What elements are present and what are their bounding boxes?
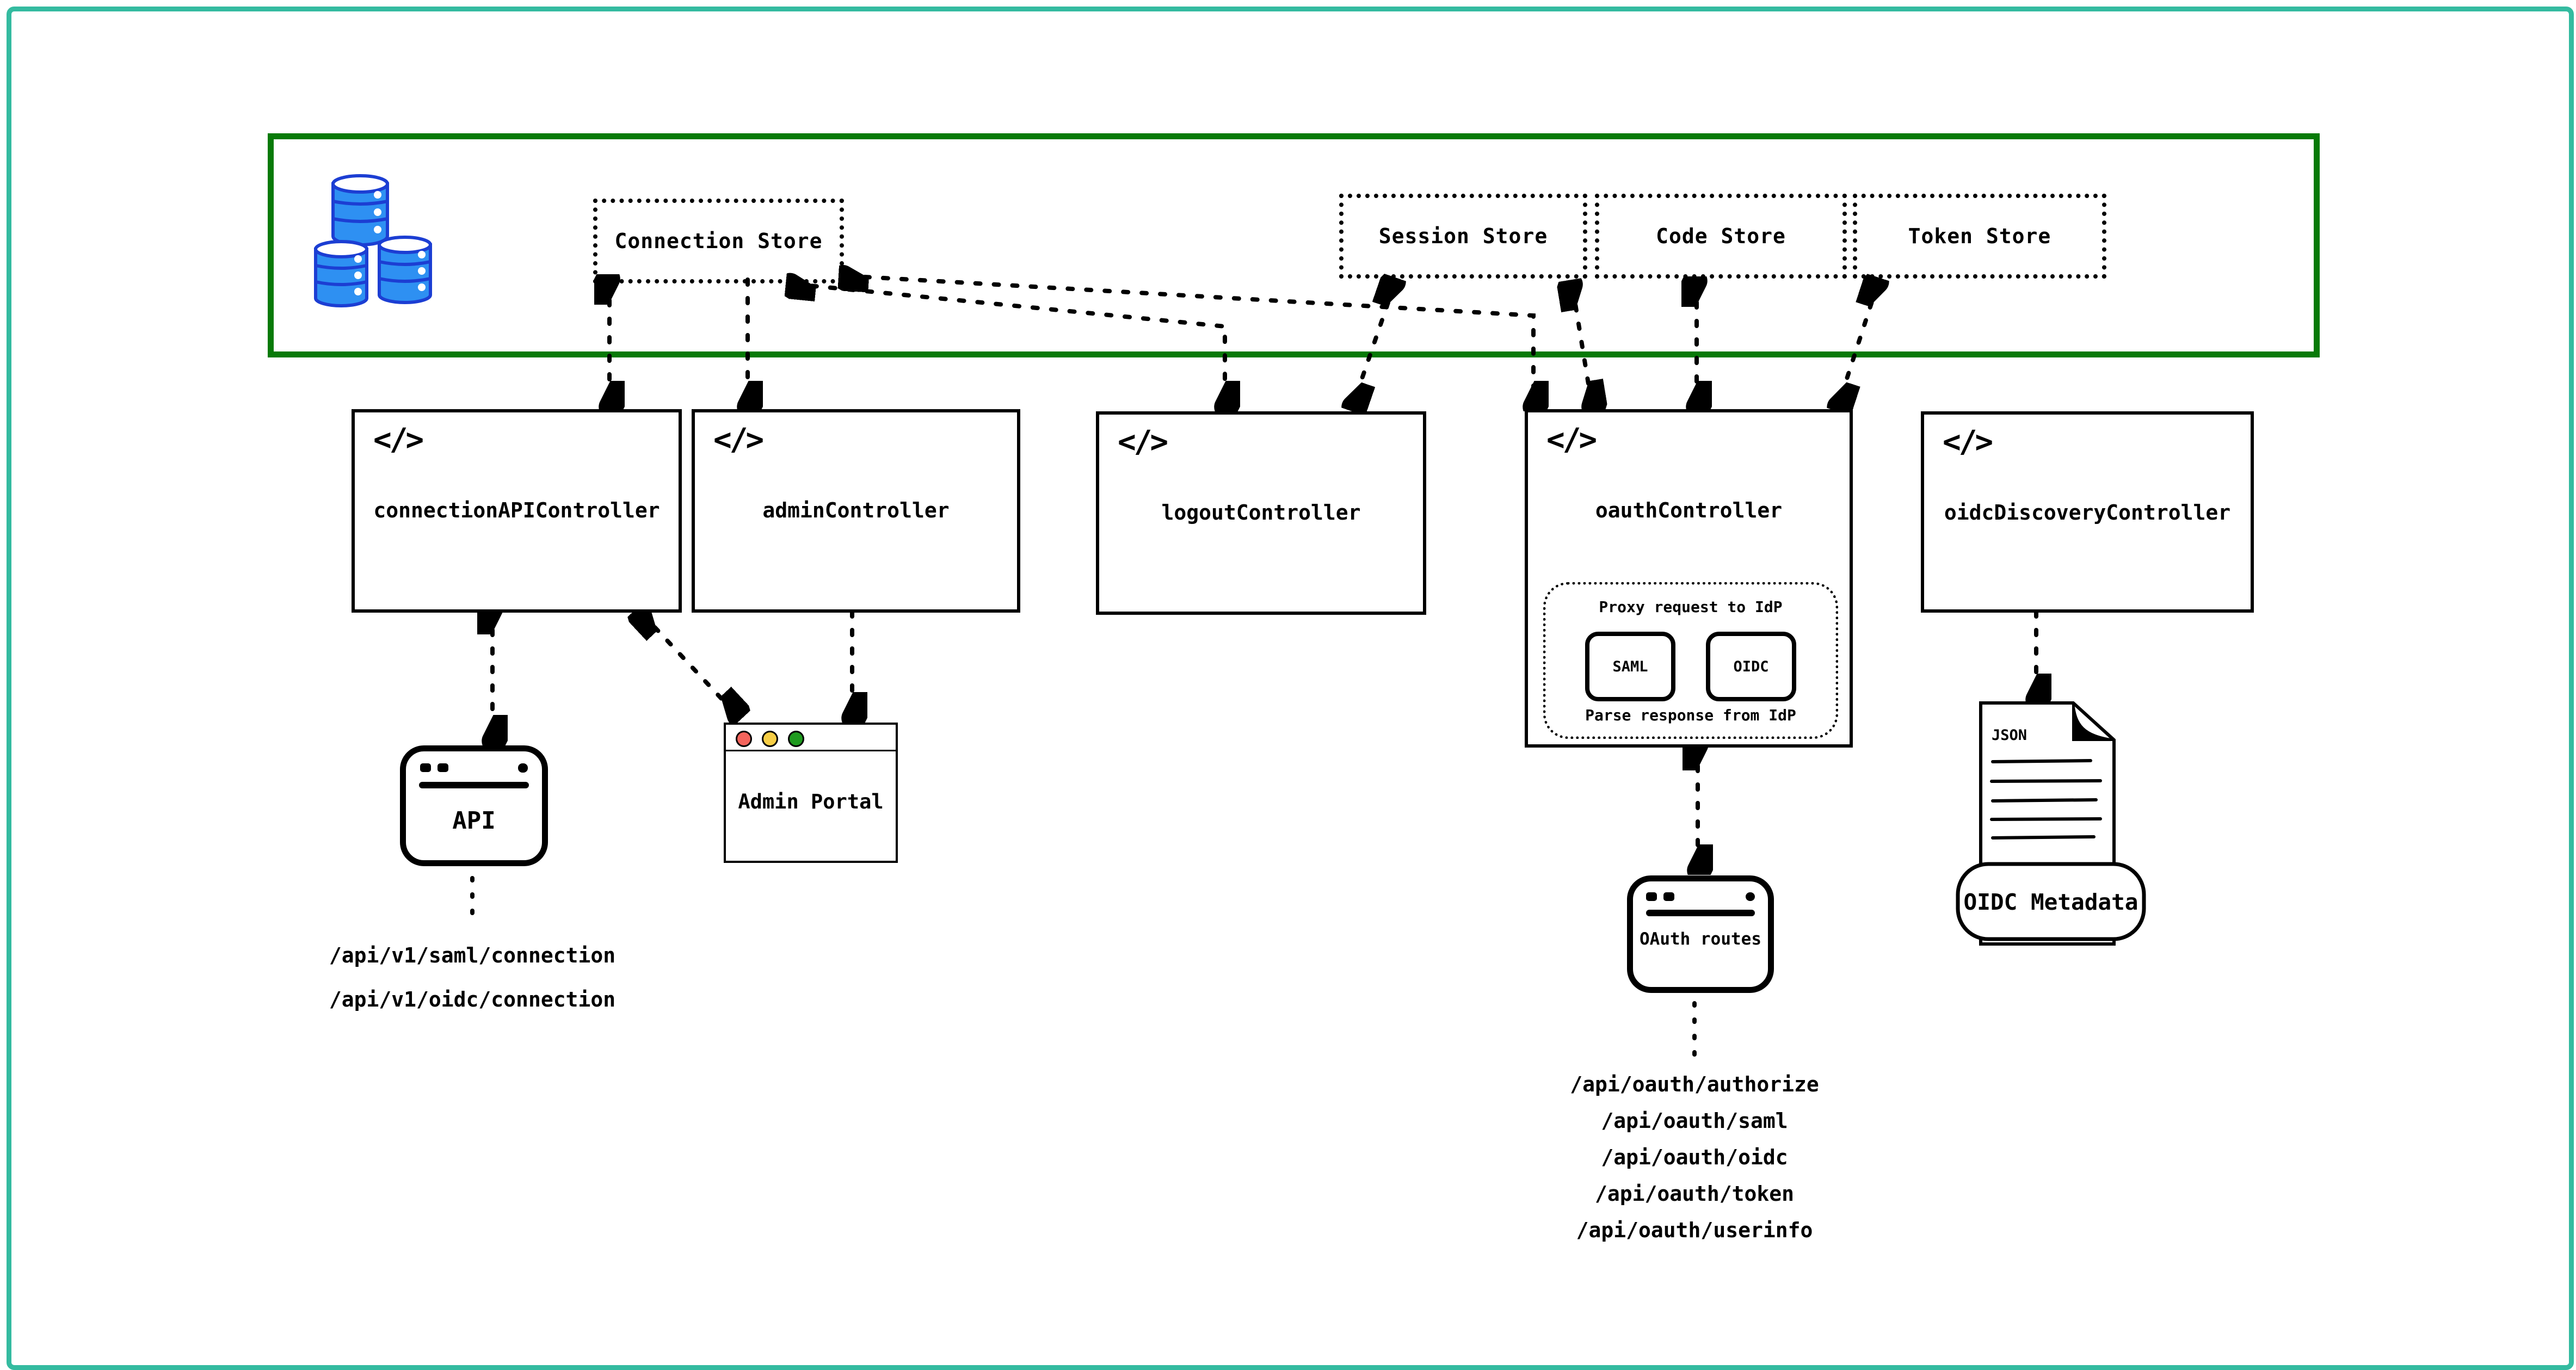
page-fold-icon — [2072, 702, 2115, 741]
store-session-store: Session Store — [1339, 194, 1587, 279]
oauth-routes-window: OAuth routes — [1627, 875, 1774, 993]
code-icon: </> — [1118, 424, 1168, 460]
json-badge: JSON — [1992, 727, 2027, 744]
node-oauth-controller: </> oauthController Proxy request to IdP… — [1525, 409, 1853, 748]
window-toolbar — [419, 782, 529, 788]
oidc-metadata-document: JSON OIDC Metadata — [1956, 701, 2146, 946]
database-icon — [314, 174, 432, 307]
admin-portal-window: Admin Portal — [724, 723, 898, 863]
node-label: oauthController — [1595, 498, 1783, 522]
window-dot-icon — [1746, 892, 1755, 901]
node-logout-controller: </> logoutController — [1096, 411, 1426, 615]
node-connection-api-controller: </> connectionAPIController — [352, 409, 682, 613]
window-toolbar — [1646, 910, 1755, 916]
node-oidc-discovery-controller: </> oidcDiscoveryController — [1921, 411, 2254, 613]
api-window-label: API — [452, 807, 496, 835]
route-item: /api/oauth/oidc — [1601, 1145, 1788, 1169]
proxy-group-footer: Parse response from IdP — [1585, 706, 1796, 724]
store-connection-store: Connection Store — [593, 199, 844, 283]
store-label: Code Store — [1656, 224, 1786, 248]
route-item: /api/oauth/token — [1594, 1182, 1795, 1206]
window-dot-icon — [1646, 892, 1657, 901]
window-titlebar — [726, 725, 896, 751]
metadata-ribbon — [1956, 862, 2146, 941]
api-client-window: API — [400, 745, 548, 866]
outer-border — [7, 7, 2574, 1370]
store-code-store: Code Store — [1595, 194, 1847, 279]
traffic-light-green-icon — [788, 731, 804, 747]
traffic-light-red-icon — [736, 731, 752, 747]
protocol-saml: SAML — [1585, 632, 1675, 701]
code-icon: </> — [1546, 422, 1597, 458]
node-label: oidcDiscoveryController — [1944, 501, 2231, 524]
store-label: Token Store — [1908, 224, 2051, 248]
window-dot-icon — [420, 763, 431, 772]
oidc-metadata-label: OIDC Metadata — [1964, 889, 2139, 915]
oauth-routes-label: OAuth routes — [1640, 929, 1761, 949]
oauth-route-list: /api/oauth/authorize /api/oauth/saml /ap… — [1527, 1066, 1862, 1249]
route-item: /api/oauth/userinfo — [1576, 1218, 1813, 1242]
traffic-light-yellow-icon — [762, 731, 778, 747]
node-label: logoutController — [1161, 501, 1361, 524]
store-label: Connection Store — [614, 229, 823, 253]
text-lines — [1990, 759, 2102, 840]
window-dot-icon — [437, 763, 448, 772]
window-dot-icon — [518, 763, 528, 773]
window-dot-icon — [1663, 892, 1674, 901]
protocol-oidc: OIDC — [1706, 632, 1796, 701]
route-item: /api/oauth/authorize — [1570, 1072, 1819, 1096]
api-route-list: /api/v1/saml/connection /api/v1/oidc/con… — [305, 934, 640, 1022]
node-label: connectionAPIController — [373, 498, 660, 522]
protocol-row: SAML OIDC — [1546, 632, 1835, 701]
route-item: /api/v1/oidc/connection — [329, 988, 616, 1011]
code-icon: </> — [373, 422, 424, 458]
code-icon: </> — [1943, 424, 1993, 460]
idp-proxy-group: Proxy request to IdP SAML OIDC Parse res… — [1543, 582, 1838, 739]
proxy-group-title: Proxy request to IdP — [1599, 598, 1783, 616]
store-label: Session Store — [1378, 224, 1548, 248]
code-icon: </> — [713, 422, 764, 458]
route-item: /api/v1/saml/connection — [329, 943, 616, 967]
node-label: adminController — [762, 498, 950, 522]
route-item: /api/oauth/saml — [1601, 1109, 1788, 1133]
node-admin-controller: </> adminController — [692, 409, 1020, 613]
admin-portal-label: Admin Portal — [738, 790, 884, 813]
store-token-store: Token Store — [1853, 194, 2106, 279]
